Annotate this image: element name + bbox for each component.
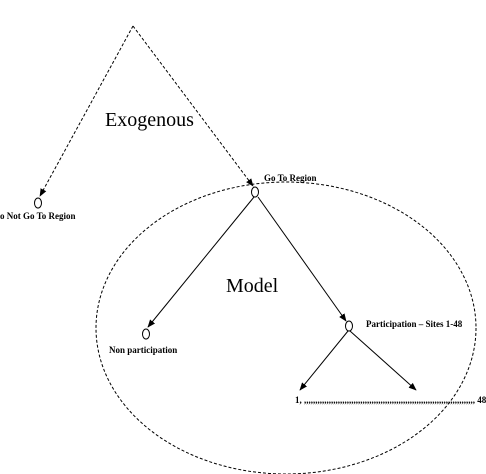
edge-participation-to-site-1 (299, 330, 349, 391)
edge-go-to-nonparticipation (147, 196, 255, 328)
decision-tree-diagram (34, 25, 477, 474)
edge-go-to-participation (257, 196, 347, 322)
label-model: Model (226, 275, 279, 297)
label-participation-sites: Participation – Sites 1-48 (366, 319, 463, 329)
edge-root-to-go (132, 25, 254, 187)
label-non-participation: Non participation (109, 345, 178, 355)
edge-participation-to-site-48 (349, 330, 417, 391)
model-boundary-ellipse (95, 181, 477, 474)
node-participation-sites (345, 320, 353, 332)
edge-root-to-not-go (39, 25, 134, 197)
label-exogenous: Exogenous (105, 109, 194, 131)
node-go-to-region (251, 186, 259, 198)
label-go-to-region: Go To Region (264, 173, 317, 183)
node-do-not-go-to-region (34, 197, 42, 209)
label-sites-range: 1, ,,,,,,,,,,,,,,,,,,,,,,,,,,,,,,,,,,,,,… (295, 395, 486, 405)
label-do-not-go-to-region: o Not Go To Region (0, 211, 76, 221)
node-non-participation (142, 328, 150, 340)
